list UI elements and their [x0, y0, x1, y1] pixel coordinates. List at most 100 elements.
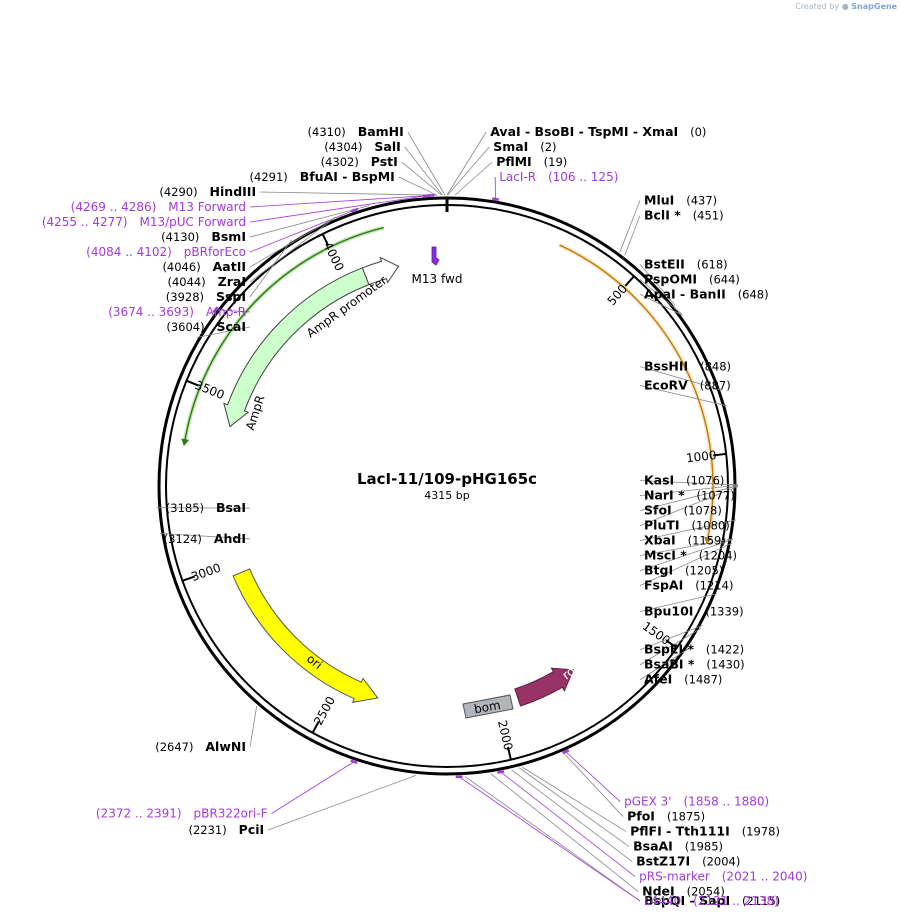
leader-line-ahdi: [159, 532, 251, 540]
feature-m13-fwd-label: M13 fwd: [412, 272, 463, 286]
label-name: M13/pUC Forward: [139, 215, 246, 229]
label-position: (648): [738, 287, 769, 301]
label-name: PstI: [371, 154, 398, 169]
tick-2000: [506, 746, 512, 760]
label-position: (2115): [742, 894, 780, 908]
leader-line-bsabi: [639, 628, 701, 666]
label-name: EcoRV: [644, 378, 688, 393]
site-label-btgi: BtgI (1205): [644, 563, 723, 578]
label-name: ZraI: [218, 274, 246, 289]
site-label-ahdi: (3124) AhdI: [164, 531, 246, 546]
label-name: SspI: [216, 289, 246, 304]
label-name: XbaI: [644, 533, 676, 548]
site-label-nari: NarI * (1077): [644, 488, 735, 503]
label-position: (1430): [706, 658, 744, 672]
site-label-sspi: (3928) SspI: [166, 289, 246, 304]
tick-1500: [665, 639, 678, 649]
label-position: (4255 .. 4277): [42, 215, 128, 229]
tick-label-3000: 3000: [189, 561, 222, 584]
primer-label-pgex-3: pGEX 3' (1858 .. 1880): [624, 794, 769, 809]
label-position: (1205): [685, 564, 723, 578]
label-position: (2): [540, 140, 556, 154]
leader-line-pflmi: [454, 161, 493, 196]
label-name: PflMI: [496, 154, 532, 169]
label-name: SfoI: [644, 503, 672, 518]
site-label-bsai: (3185) BsaI: [166, 500, 246, 515]
leader-line-nari: [639, 484, 739, 496]
label-position: (1985): [685, 840, 723, 854]
site-label-mlui: MluI (437): [644, 193, 717, 208]
label-position: (1204): [699, 549, 737, 563]
tick-2500: [311, 720, 320, 734]
snapgene-logo-icon: ●: [841, 2, 849, 11]
site-label-pflmi: PflMI (19): [496, 154, 567, 169]
site-label-bsmi: (4130) BsmI: [161, 229, 246, 244]
site-label-bspqi-sapi: BspQI - SapI (2115): [644, 893, 780, 908]
leader-line-kasi: [639, 480, 739, 486]
primer-label-laci-r: LacI-R (106 .. 125): [499, 169, 618, 184]
leader-line-sspi: [249, 239, 292, 298]
tick-3500: [186, 379, 199, 387]
label-name: BfuAI - BspMI: [300, 169, 395, 184]
leader-line-amp-r: [215, 309, 251, 313]
tick-label-2000: 2000: [495, 719, 516, 752]
leader-line-pflfi-tth111i: [521, 766, 627, 832]
feature-bom-label: bom: [473, 698, 502, 716]
label-name: PspOMI: [644, 271, 697, 286]
leader-line-mlui: [619, 200, 641, 253]
site-label-bsteii: BstEII (618): [644, 256, 728, 271]
tick-500: [624, 275, 635, 287]
label-name: BsaAI: [633, 839, 673, 854]
leader-line-afei: [639, 648, 689, 681]
tick-label-1000: 1000: [685, 448, 717, 465]
leader-line-scai: [196, 326, 251, 338]
feature-ampr-arrow: [223, 267, 370, 428]
site-label-bsabi: BsaBI * (1430): [644, 657, 745, 672]
arc-arrowhead-1: [181, 438, 190, 447]
label-name: SmaI: [493, 139, 528, 154]
label-name: BclI *: [644, 208, 681, 223]
label-name: PluTI: [644, 518, 680, 533]
label-position: (1978): [742, 825, 780, 839]
plasmid-name: LacI-11/109-pHG165c: [357, 470, 537, 488]
primer-label-m13-puc-forward: (4255 .. 4277) M13/pUC Forward: [42, 214, 246, 229]
leader-line-bsaai: [519, 767, 630, 847]
site-label-msci: MscI * (1204): [644, 548, 737, 563]
backbone-outer-circle: [157, 196, 737, 776]
label-name: PflFI - Tth111I: [630, 824, 730, 839]
label-position: (106 .. 125): [548, 170, 618, 184]
tick-4000: [321, 233, 330, 247]
primer-label-pbrforeco: (4084 .. 4102) pBRforEco: [86, 244, 246, 259]
leader-line-apai-banii: [639, 294, 683, 316]
label-position: (1159): [688, 534, 726, 548]
label-name: LacI-R: [499, 170, 536, 184]
snapgene-credit: Created by ● SnapGene: [795, 2, 897, 11]
leader-line-l4440: [458, 776, 641, 902]
leader-line-sali: [404, 146, 443, 196]
label-position: (1858 .. 1880): [684, 795, 770, 809]
label-position: (3124): [164, 532, 202, 546]
label-name: BstZ17I: [636, 854, 690, 869]
amp-green-arc: [184, 226, 384, 441]
leader-line-alwni: [249, 706, 258, 747]
label-name: MluI: [644, 193, 674, 208]
site-label-scai: (3604) ScaI: [166, 319, 246, 334]
label-name: FspAI: [644, 578, 683, 593]
label-position: (4269 .. 4286): [71, 200, 157, 214]
label-name: BsaI: [216, 500, 246, 515]
label-name: BsmI: [211, 229, 246, 244]
lacI-orange-arc: [559, 244, 714, 539]
site-labels: AvaI - BsoBI - TspMI - XmaI (0)SmaI (2)P…: [42, 124, 808, 908]
leader-line-bfuai-bspmi: [398, 176, 438, 196]
site-label-bspei: BspEI * (1422): [644, 642, 744, 657]
label-position: (2121 .. 2138): [693, 894, 779, 908]
site-label-sali: (4304) SalI: [324, 139, 401, 154]
label-position: (4310): [308, 125, 346, 139]
label-position: (3674 .. 3693): [108, 305, 194, 319]
label-position: (2021 .. 2040): [722, 870, 808, 884]
label-position: (0): [690, 125, 706, 139]
label-name: PciI: [239, 822, 265, 837]
label-name: ScaI: [217, 319, 247, 334]
label-name: BtgI: [644, 563, 673, 578]
leader-line-bsshii: [639, 366, 722, 391]
